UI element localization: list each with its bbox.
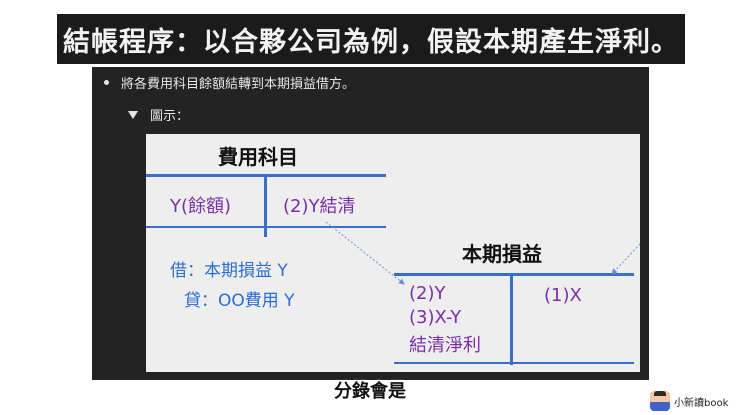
subtitle-caption: 分錄會是 bbox=[0, 380, 740, 402]
expense-account-header: 費用科目 bbox=[218, 145, 298, 169]
title-text: 結帳程序：以合夥公司為例，假設本期產生淨利。 bbox=[63, 26, 679, 58]
expense-t-vertical-line bbox=[264, 174, 267, 237]
income-right-entry: (1)X bbox=[544, 285, 582, 306]
arrow-expense-to-summary bbox=[325, 221, 405, 285]
journal-debit-line: 借：本期損益 Y bbox=[170, 261, 288, 281]
journal-credit-line: 貸：OO費用 Y bbox=[184, 291, 295, 311]
caption-text: 分錄會是 bbox=[334, 381, 406, 402]
slide-panel: 將各費用科目餘額結轉到本期損益借方。 圖示： 費用科目 Y(餘額) (2)Y結清… bbox=[92, 67, 649, 380]
channel-watermark: 小新讀book bbox=[650, 390, 728, 412]
bullet-text: 將各費用科目餘額結轉到本期損益借方。 bbox=[121, 77, 356, 92]
income-left-entry-2: (3)X-Y bbox=[409, 307, 462, 328]
video-title-banner: 結帳程序：以合夥公司為例，假設本期產生淨利。 bbox=[57, 14, 685, 64]
t-account-diagram: 費用科目 Y(餘額) (2)Y結清 借：本期損益 Y 貸：OO費用 Y 本期損益… bbox=[146, 134, 640, 372]
income-t-underline bbox=[394, 362, 634, 364]
transfer-arrows bbox=[325, 221, 640, 285]
sub-bullet-text: 圖示： bbox=[150, 109, 190, 124]
triangle-down-icon bbox=[128, 110, 138, 119]
channel-name: 小新讀book bbox=[674, 397, 729, 409]
expense-right-entry: (2)Y結清 bbox=[283, 196, 356, 217]
income-summary-header: 本期損益 bbox=[462, 242, 542, 266]
bullet-dot-icon bbox=[104, 80, 109, 85]
income-t-vertical-line bbox=[510, 273, 513, 365]
expense-left-entry: Y(餘額) bbox=[170, 196, 232, 217]
expense-t-underline bbox=[146, 226, 386, 228]
avatar-icon bbox=[650, 391, 670, 411]
sub-bullet-item: 圖示： bbox=[128, 105, 189, 124]
income-left-entry-3: 結清淨利 bbox=[409, 335, 481, 356]
income-t-horizontal-line bbox=[394, 273, 634, 276]
bullet-item: 將各費用科目餘額結轉到本期損益借方。 bbox=[104, 73, 355, 92]
arrow-revenue-to-summary bbox=[611, 243, 640, 275]
income-left-entry-1: (2)Y bbox=[409, 283, 446, 304]
